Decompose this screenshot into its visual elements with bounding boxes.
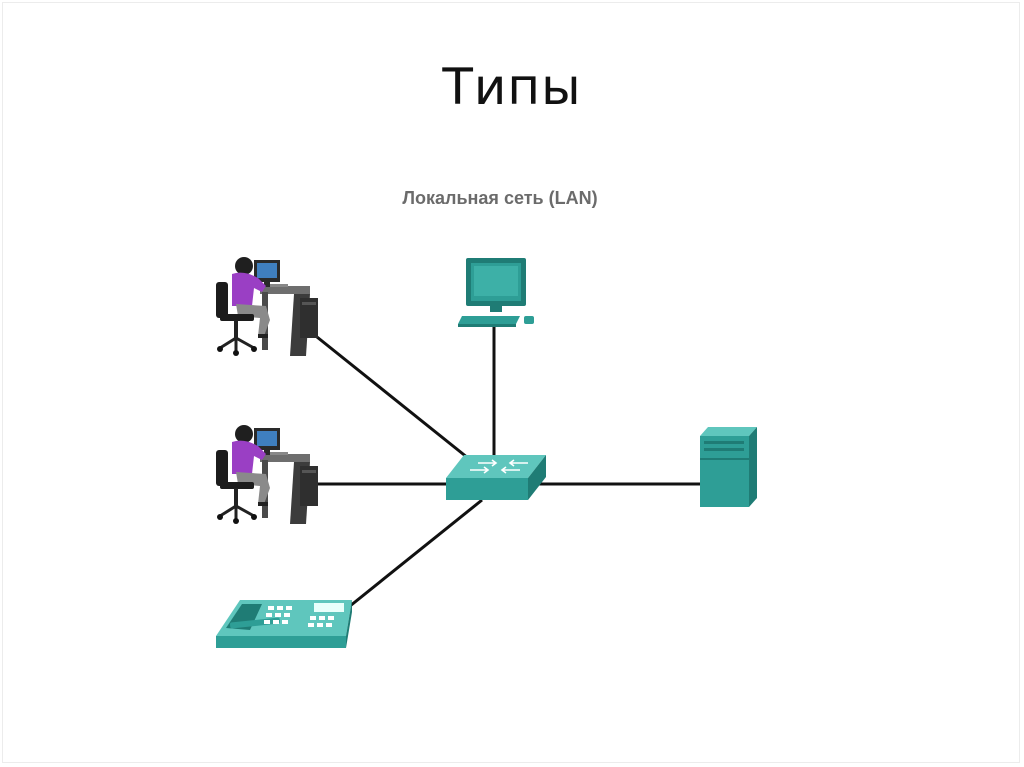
desktop-pc-icon bbox=[458, 258, 534, 327]
server-icon bbox=[700, 427, 757, 507]
slide-title: Типы bbox=[442, 58, 582, 116]
diagram-caption: Локальная сеть (LAN) bbox=[402, 188, 598, 208]
link-ip-phone-switch bbox=[349, 498, 483, 608]
workstation-2-icon bbox=[216, 425, 318, 524]
links bbox=[311, 322, 700, 608]
workstation-1-icon bbox=[216, 257, 318, 356]
link-workstation-1-switch bbox=[311, 331, 469, 460]
switch-icon bbox=[446, 455, 546, 500]
ip-phone-icon bbox=[216, 600, 352, 648]
